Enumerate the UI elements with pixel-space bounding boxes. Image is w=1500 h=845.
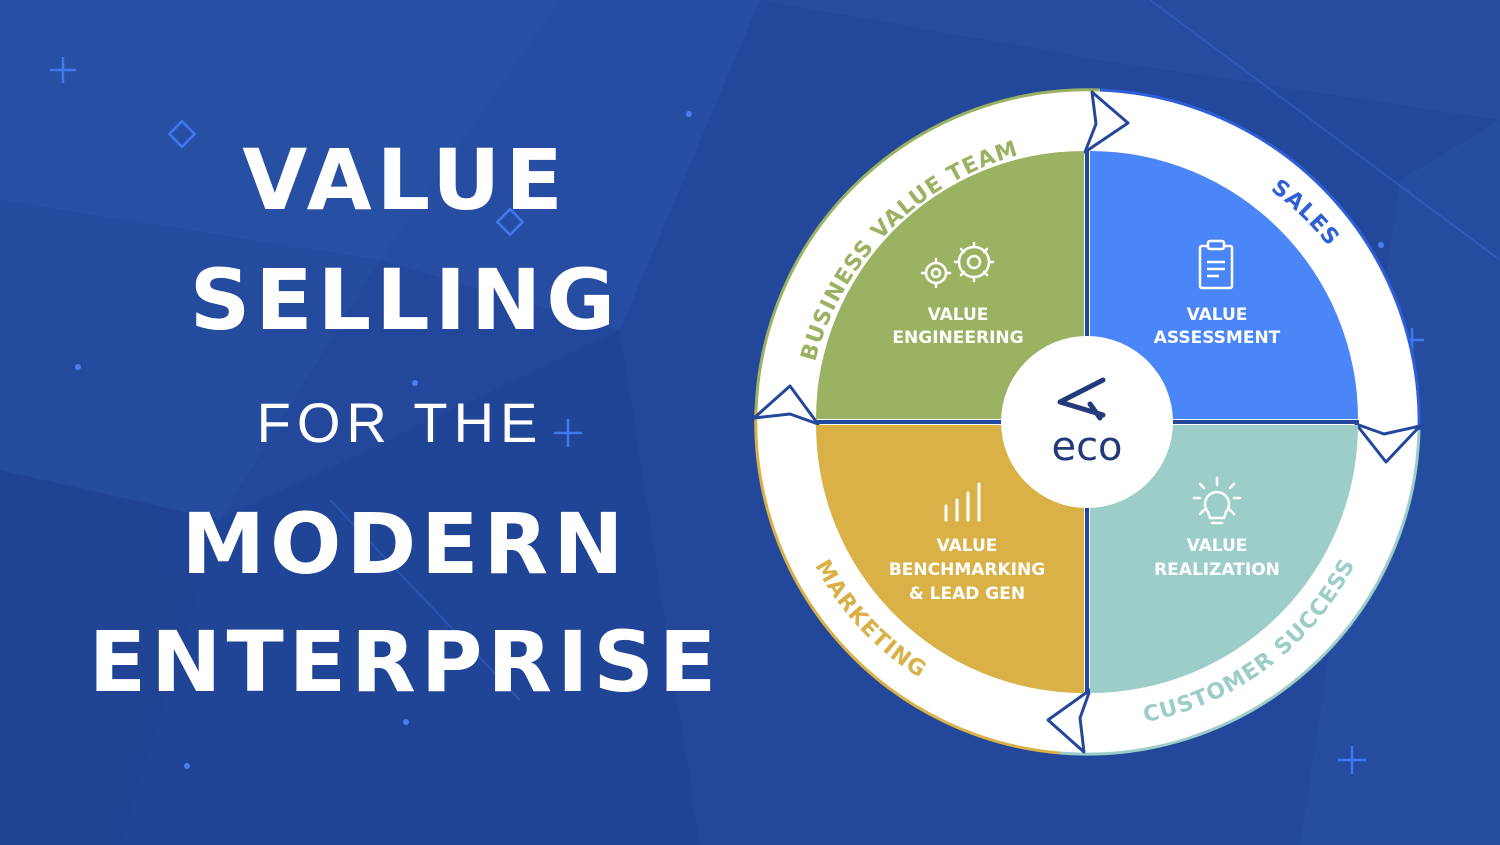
ring-accent-bottom-left — [754, 409, 1061, 755]
headline-line-4: MODERN — [181, 495, 629, 593]
quadrant-value-engineering — [816, 151, 1084, 419]
quadrant-label-benchmarking-2: BENCHMARKING — [889, 560, 1045, 580]
bar-chart-icon — [944, 482, 981, 522]
eco-logo-icon — [1057, 377, 1106, 421]
quadrant-value-assessment — [1090, 151, 1358, 419]
ring-accent-top-left — [754, 88, 1101, 411]
center-logo-circle — [1001, 336, 1173, 508]
quadrant-label-benchmarking-1: VALUE — [937, 536, 998, 556]
quadrant-label-engineering-1: VALUE — [928, 305, 989, 325]
quadrant-label-realization-1: VALUE — [1187, 536, 1248, 556]
plus-icon — [1338, 746, 1366, 774]
quadrant-label-benchmarking-3: & LEAD GEN — [909, 584, 1025, 604]
quadrant-label-engineering-2: ENGINEERING — [892, 328, 1023, 348]
quadrant-label-assessment-1: VALUE — [1187, 305, 1248, 325]
lightbulb-icon — [1192, 476, 1242, 525]
headline-line-1: VALUE — [242, 131, 568, 229]
gears-icon — [920, 241, 995, 289]
logo-text: eco — [1051, 424, 1122, 470]
diamond-icon — [167, 119, 197, 149]
quadrant-label-realization-2: REALIZATION — [1154, 560, 1280, 580]
headline-line-2: SELLING — [189, 251, 621, 349]
quadrant-value-benchmarking — [816, 425, 1084, 693]
headline-line-3: FOR THE — [256, 391, 544, 454]
quadrant-value-realization — [1090, 425, 1358, 693]
ring-accent-bottom-right — [1059, 429, 1421, 756]
quadrant-label-assessment-2: ASSESSMENT — [1154, 328, 1281, 348]
diamond-icon — [495, 207, 525, 237]
plus-icon — [554, 419, 582, 447]
plus-icon — [50, 57, 76, 83]
dots — [75, 111, 1384, 769]
ring-accent-top-right — [1099, 88, 1421, 431]
clipboard-icon — [1198, 239, 1234, 290]
headline-line-5: ENTERPRISE — [88, 613, 722, 711]
